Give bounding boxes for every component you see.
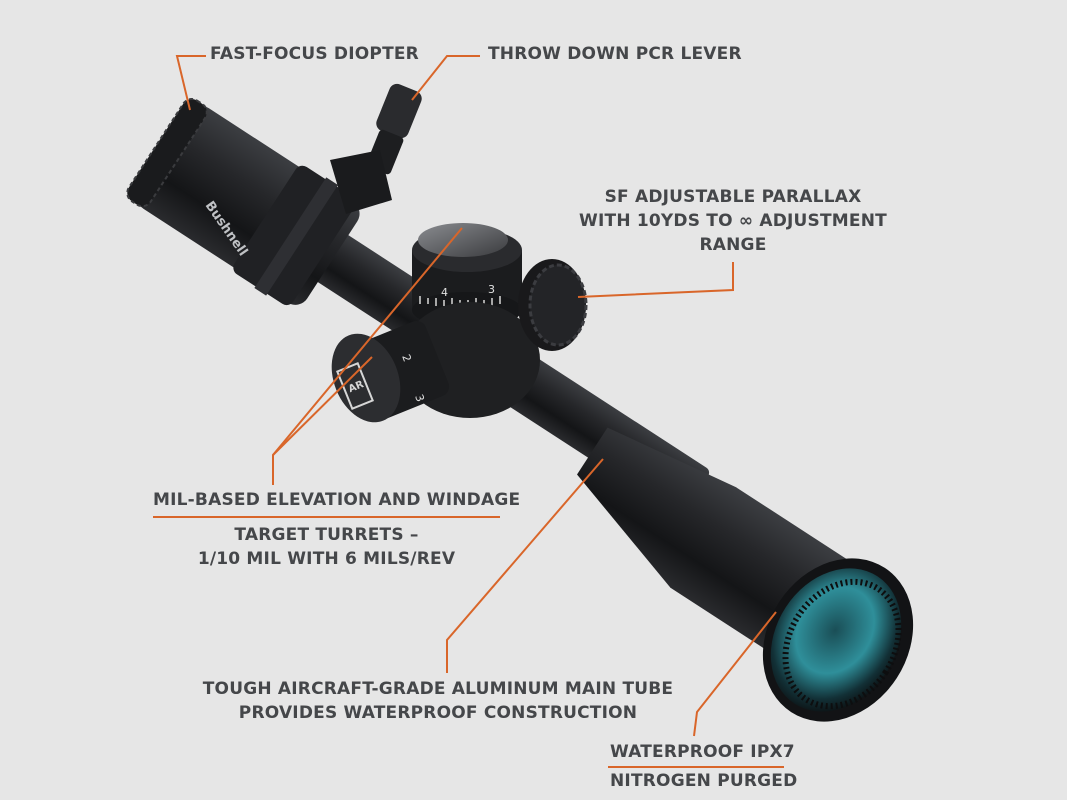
svg-text:3: 3 xyxy=(488,283,495,296)
waterproof-callout-title: WATERPROOF IPX7 xyxy=(610,742,795,762)
main-tube-line-1: TOUGH AIRCRAFT-GRADE ALUMINUM MAIN TUBE xyxy=(202,679,674,699)
objective-lens xyxy=(762,558,914,722)
pcr-leader-line xyxy=(411,55,480,101)
pcr-lever-callout: THROW DOWN PCR LEVER xyxy=(488,44,742,64)
waterproof-leader-line xyxy=(693,611,777,737)
parallax-line-1: SF ADJUSTABLE PARALLAX xyxy=(604,187,862,207)
turrets-line-1: TARGET TURRETS – xyxy=(234,525,419,545)
diopter-leader-line xyxy=(175,55,206,111)
pcr-lever xyxy=(330,83,422,214)
parallax-line-3: RANGE xyxy=(699,235,767,255)
parallax-turret xyxy=(518,259,588,351)
callout-lines xyxy=(175,55,777,737)
windage-leader-line xyxy=(272,356,373,456)
svg-text:AR: AR xyxy=(347,379,366,395)
waterproof-callout-subtitle: NITROGEN PURGED xyxy=(610,771,798,791)
svg-text:3: 3 xyxy=(412,393,427,404)
turrets-divider xyxy=(153,516,500,518)
windage-turret: AR 2 3 xyxy=(331,320,450,423)
eyepiece xyxy=(126,98,360,306)
main-tube-leader-line xyxy=(446,458,604,673)
ar-badge-icon xyxy=(336,362,374,410)
main-tube-line-2: PROVIDES WATERPROOF CONSTRUCTION xyxy=(238,703,638,723)
svg-text:4: 4 xyxy=(441,286,448,299)
main-tube-callout: TOUGH AIRCRAFT-GRADE ALUMINUM MAIN TUBE … xyxy=(200,677,676,725)
parallax-leader-line xyxy=(577,262,734,298)
turrets-callout-title: MIL-BASED ELEVATION AND WINDAGE xyxy=(153,490,521,510)
turrets-callout-body: TARGET TURRETS – 1/10 MIL WITH 6 MILS/RE… xyxy=(153,523,500,571)
diopter-callout: FAST-FOCUS DIOPTER xyxy=(210,44,419,64)
svg-text:2: 2 xyxy=(399,353,414,364)
waterproof-divider xyxy=(608,766,784,768)
parallax-line-2: WITH 10YDS TO ∞ ADJUSTMENT xyxy=(579,211,887,231)
parallax-callout: SF ADJUSTABLE PARALLAX WITH 10YDS TO ∞ A… xyxy=(575,185,891,257)
turrets-line-2: 1/10 MIL WITH 6 MILS/REV xyxy=(197,549,456,569)
